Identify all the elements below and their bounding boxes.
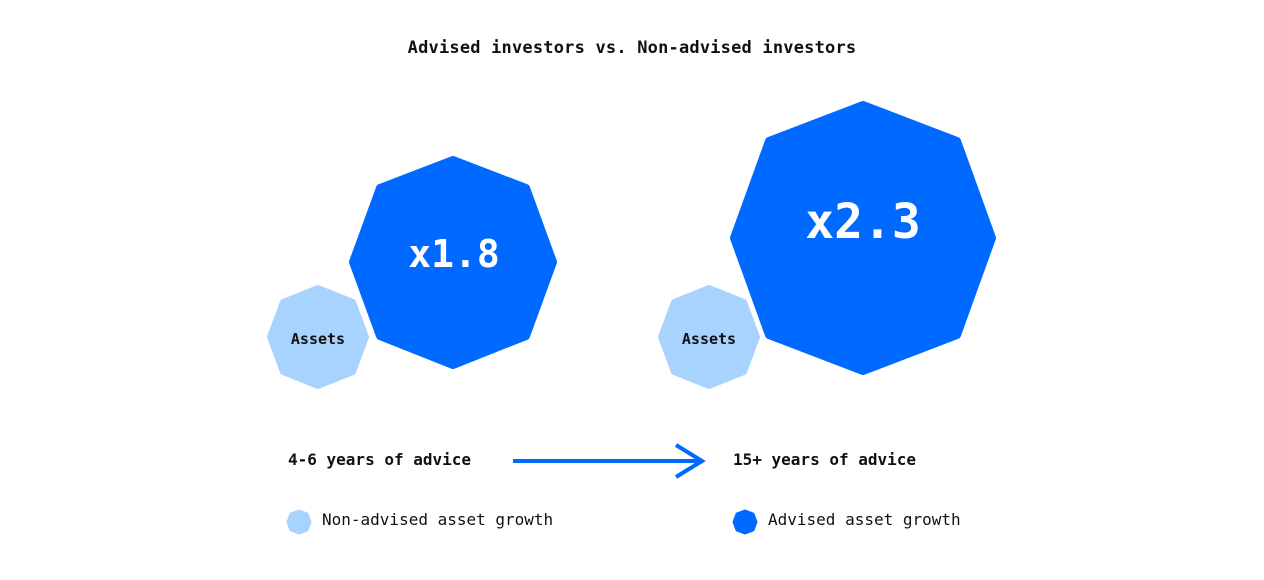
multiplier-label-2: x2.3 xyxy=(805,194,921,250)
non-advised-octagon-1 xyxy=(267,285,369,389)
period-label-1: 4-6 years of advice xyxy=(288,450,472,469)
legend-non-advised-swatch xyxy=(286,509,312,535)
arrow-right-icon xyxy=(513,443,706,479)
legend-item-non-advised: Non-advised asset growth xyxy=(322,510,553,529)
legend-label-advised: Advised asset growth xyxy=(768,510,961,529)
legend-label-non-advised: Non-advised asset growth xyxy=(322,510,554,529)
assets-label-1: Assets xyxy=(290,330,346,348)
advised-octagon-1 xyxy=(349,156,557,369)
diagram-title: Advised investors vs. Non-advised invest… xyxy=(407,38,857,58)
legend-advised-swatch xyxy=(732,509,758,535)
period-label-2: 15+ years of advice xyxy=(733,450,917,469)
non-advised-octagon-2 xyxy=(658,285,760,389)
assets-label-2: Assets xyxy=(681,330,737,348)
multiplier-label-1: x1.8 xyxy=(408,232,500,276)
advised-octagon-2 xyxy=(730,101,996,375)
legend-item-advised: Advised asset growth xyxy=(768,510,961,529)
